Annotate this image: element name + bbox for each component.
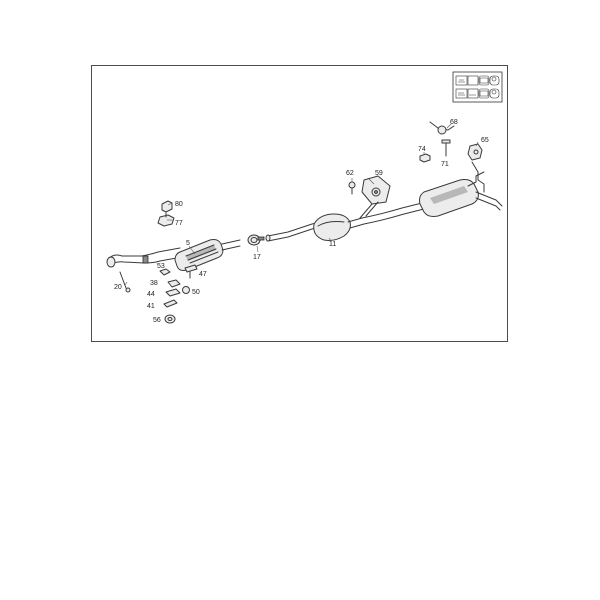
flange <box>142 255 149 264</box>
callout-53: 53 <box>157 263 165 270</box>
vehicle-legend <box>452 71 503 103</box>
callout-56: 56 <box>153 317 161 324</box>
rear-hanger <box>429 121 485 193</box>
callout-77: 77 <box>175 220 183 227</box>
callout-41: 41 <box>147 303 155 310</box>
callout-59: 59 <box>375 170 383 177</box>
callout-11: 11 <box>329 241 336 248</box>
engine-icon <box>489 75 500 86</box>
hanger-mount <box>348 175 391 219</box>
car-icon <box>467 75 479 86</box>
callout-68: 68 <box>450 119 458 126</box>
part-53 <box>159 268 171 276</box>
rear-silencer <box>419 171 503 217</box>
leader-lines <box>124 123 479 286</box>
callout-5: 5 <box>186 240 190 247</box>
front-pipe <box>106 247 183 268</box>
callout-62: 62 <box>346 170 354 177</box>
callout-44: 44 <box>147 291 155 298</box>
engine-icon <box>478 75 490 86</box>
wagon-icon <box>455 88 468 99</box>
car-icon <box>455 75 468 86</box>
part-38 <box>167 279 181 288</box>
part-80 <box>161 200 173 213</box>
callout-50: 50 <box>192 289 200 296</box>
engine-icon <box>478 88 490 99</box>
part-20 <box>119 271 127 289</box>
callout-80: 80 <box>175 201 183 208</box>
part-41 <box>163 299 178 308</box>
intermediate-pipe <box>265 221 321 242</box>
middle-silencer <box>313 201 429 241</box>
part-56 <box>164 314 176 324</box>
callout-65: 65 <box>481 137 489 144</box>
legend-row-2 <box>455 88 500 99</box>
wagon-icon <box>467 88 479 99</box>
callout-74: 74 <box>418 146 426 153</box>
part-47 <box>184 264 198 273</box>
part-77 <box>157 214 175 227</box>
callout-labels: 5 11 17 20 38 41 44 47 50 53 56 59 62 65… <box>114 119 489 324</box>
clamp <box>247 234 265 246</box>
callout-20: 20 <box>114 284 122 291</box>
part-44 <box>165 288 181 297</box>
engine-icon <box>489 88 500 99</box>
legend-row-1 <box>455 75 500 86</box>
bolt-and-nut <box>419 139 451 163</box>
callout-17: 17 <box>253 254 261 261</box>
callout-47: 47 <box>199 271 207 278</box>
callout-71: 71 <box>441 161 449 168</box>
part-50 <box>182 286 190 294</box>
catalytic-converter <box>174 239 241 271</box>
small-parts-stack <box>119 200 198 324</box>
callout-38: 38 <box>150 280 158 287</box>
